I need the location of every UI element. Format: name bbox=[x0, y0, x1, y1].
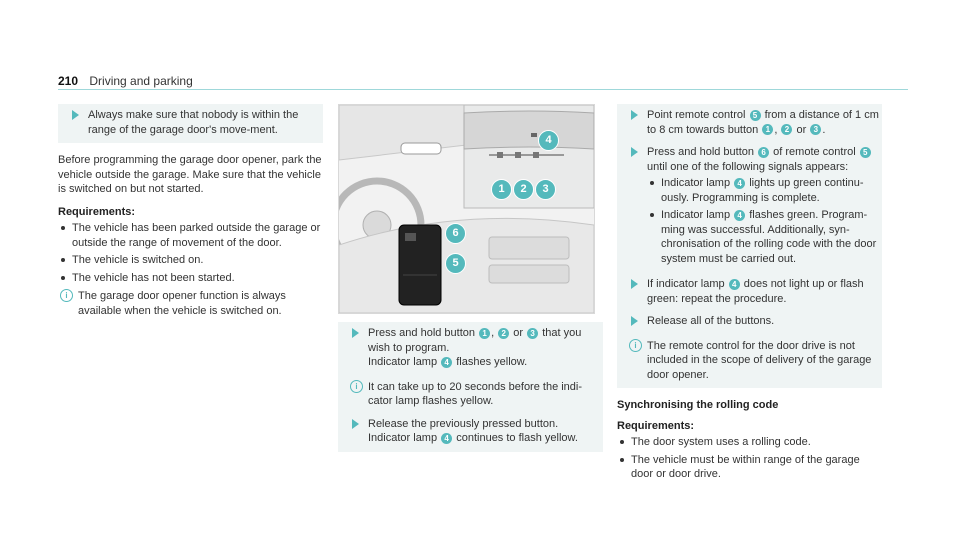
info-icon: i bbox=[60, 289, 73, 303]
list-item: The vehicle is switched on. bbox=[58, 253, 323, 268]
step-text: Always make sure that nobody is within t… bbox=[88, 109, 299, 136]
step-item: Point remote control 5 from a distance o… bbox=[617, 106, 882, 143]
requirements-list: The vehicle has been parked outside the … bbox=[58, 221, 323, 285]
warning-step-box: Always make sure that nobody is within t… bbox=[58, 104, 323, 144]
list-item: The vehicle has not been started. bbox=[58, 271, 323, 286]
column-2: Press and hold button 1, 2 or 3 that you… bbox=[338, 322, 603, 462]
list-item: The door system uses a rolling code. bbox=[617, 435, 882, 450]
program-step-box: Press and hold button 1, 2 or 3 that you… bbox=[338, 322, 603, 452]
step-arrow-icon bbox=[352, 328, 359, 338]
step-item: If indicator lamp 4 does not light up or… bbox=[617, 275, 882, 312]
step-item: Press and hold button 6 of remote contro… bbox=[617, 143, 882, 275]
info-note: i The remote control for the door drive … bbox=[627, 338, 882, 389]
info-note: i The garage door opener function is alw… bbox=[58, 289, 323, 318]
section-heading: Synchronising the rolling code bbox=[617, 399, 779, 412]
step-arrow-icon bbox=[631, 316, 638, 327]
note-text: The garage door opener function is alway… bbox=[78, 290, 286, 317]
page-number: 210 bbox=[58, 74, 79, 88]
section-title: Driving and parking bbox=[89, 74, 193, 88]
requirements-list: The door system uses a rolling code. The… bbox=[617, 435, 882, 482]
ref-2-icon: 2 bbox=[781, 124, 793, 136]
header-divider bbox=[58, 89, 908, 90]
column-3: Point remote control 5 from a distance o… bbox=[617, 104, 882, 485]
callout-6: 6 bbox=[445, 223, 466, 244]
list-item: Indicator lamp 4 flashes green. Program-… bbox=[647, 208, 882, 266]
ref-3-icon: 3 bbox=[810, 124, 822, 136]
car-interior-figure: 4 1 2 3 6 5 bbox=[329, 104, 595, 314]
ref-4-icon: 4 bbox=[441, 432, 453, 444]
step-item: Release the previously pressed button. I… bbox=[338, 415, 603, 452]
ref-6-icon: 6 bbox=[758, 146, 770, 158]
page-header: 210 Driving and parking bbox=[58, 74, 193, 90]
ref-1-icon: 1 bbox=[762, 124, 774, 136]
step-arrow-icon bbox=[631, 110, 638, 120]
ref-4-icon: 4 bbox=[728, 278, 740, 290]
step-item: Press and hold button 1, 2 or 3 that you… bbox=[338, 324, 603, 376]
ref-5-icon: 5 bbox=[749, 109, 761, 121]
ref-4-icon: 4 bbox=[734, 177, 746, 189]
step-arrow-icon bbox=[631, 279, 638, 290]
column-1: Always make sure that nobody is within t… bbox=[58, 104, 323, 324]
ref-2-icon: 2 bbox=[498, 327, 510, 339]
list-item: The vehicle has been parked outside the … bbox=[58, 221, 323, 250]
list-item: The vehicle must be within range of the … bbox=[617, 453, 882, 482]
callout-4: 4 bbox=[538, 130, 559, 151]
step-arrow-icon bbox=[631, 147, 638, 158]
step-item: Always make sure that nobody is within t… bbox=[58, 106, 323, 143]
signals-list: Indicator lamp 4 lights up green continu… bbox=[647, 176, 882, 266]
info-icon: i bbox=[350, 379, 363, 393]
note-text: The remote control for the door drive is… bbox=[647, 339, 872, 381]
list-item: Indicator lamp 4 lights up green continu… bbox=[647, 176, 882, 205]
requirements-title: Requirements: bbox=[58, 205, 136, 218]
ref-4-icon: 4 bbox=[441, 356, 453, 368]
info-note: i It can take up to 20 seconds before th… bbox=[348, 379, 603, 409]
callout-2: 2 bbox=[513, 179, 534, 200]
step-arrow-icon bbox=[352, 418, 359, 429]
callout-5: 5 bbox=[445, 253, 466, 274]
intro-paragraph: Before programming the garage door opene… bbox=[58, 154, 322, 196]
ref-3-icon: 3 bbox=[527, 327, 539, 339]
step-arrow-icon bbox=[72, 110, 79, 120]
ref-4-icon: 4 bbox=[734, 209, 746, 221]
remote-step-box: Point remote control 5 from a distance o… bbox=[617, 104, 882, 389]
info-icon: i bbox=[629, 338, 642, 352]
ref-1-icon: 1 bbox=[479, 327, 491, 339]
callout-3: 3 bbox=[535, 179, 556, 200]
ref-5-icon: 5 bbox=[859, 146, 871, 158]
callout-1: 1 bbox=[491, 179, 512, 200]
requirements-title: Requirements: bbox=[617, 419, 695, 432]
step-item: Release all of the buttons. bbox=[617, 312, 882, 335]
note-text: It can take up to 20 seconds before the … bbox=[368, 380, 583, 408]
